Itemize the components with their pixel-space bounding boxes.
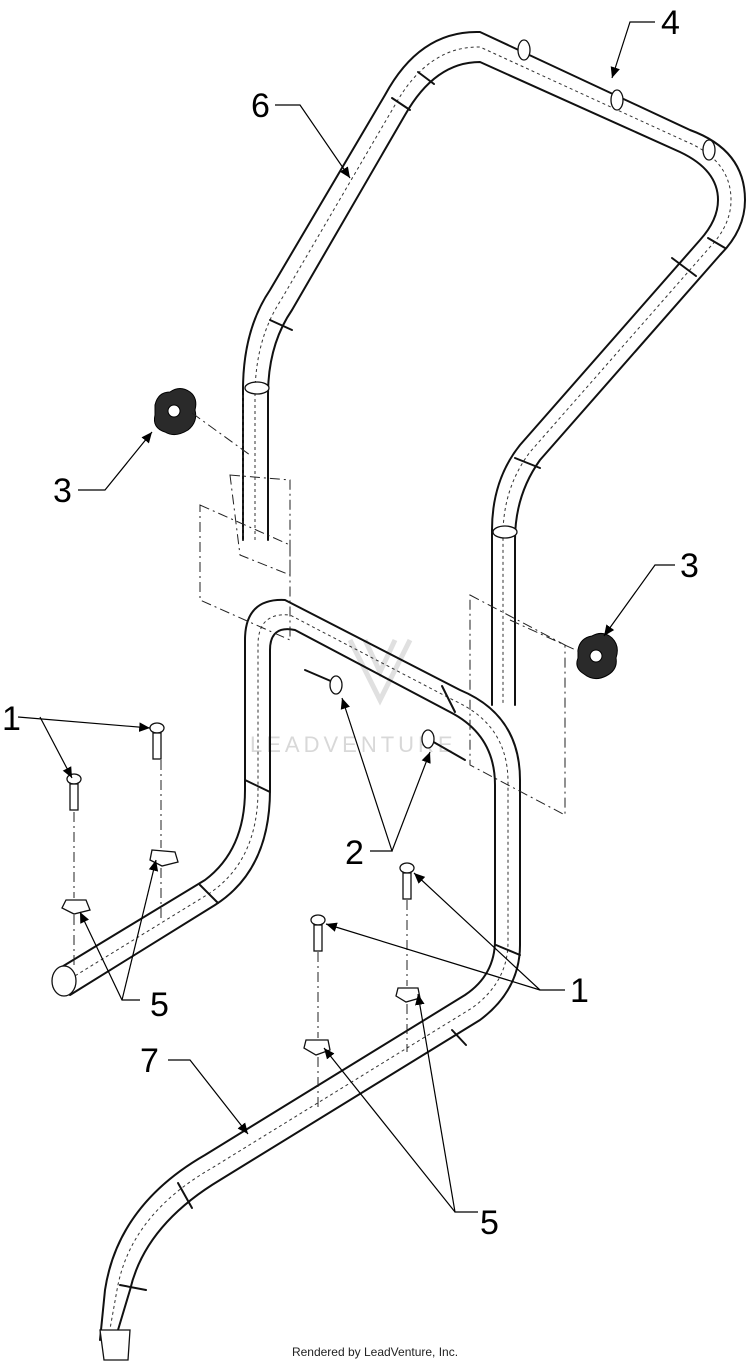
pin-left: [304, 669, 343, 695]
pin-right: [421, 729, 466, 761]
nut: [395, 987, 421, 1003]
callout-3-right: 3: [680, 547, 699, 585]
callout-1-right: 1: [570, 972, 589, 1010]
leader-lines: [17, 21, 675, 1213]
callout-1-left: 1: [2, 700, 21, 738]
nut: [61, 899, 91, 915]
callout-4: 4: [661, 4, 680, 42]
nut: [149, 849, 179, 867]
footer-credit: Rendered by LeadVenture, Inc.: [291, 1345, 459, 1359]
callout-2: 2: [345, 834, 364, 872]
fasteners: [61, 722, 421, 1108]
bolt: [66, 773, 82, 811]
knob-left: [154, 388, 251, 456]
callout-5-left: 5: [150, 986, 169, 1024]
callout-labels: 4 6 3 3 1 2 1 5 7 5: [2, 4, 699, 1242]
nut: [303, 1039, 331, 1056]
callout-5-right: 5: [480, 1204, 499, 1242]
watermark-text: LEADVENTURE: [250, 732, 457, 757]
bolt: [310, 914, 326, 952]
bolt: [149, 722, 165, 760]
bolt: [399, 862, 415, 900]
callout-6: 6: [251, 87, 270, 125]
callout-7: 7: [140, 1042, 159, 1080]
callout-3-left: 3: [53, 472, 72, 510]
knob-right: [509, 619, 618, 680]
lower-handle: [51, 598, 521, 1361]
watermark: LEADVENTURE: [250, 638, 457, 757]
mounting-planes: [199, 474, 566, 816]
upper-handle: [242, 30, 746, 706]
